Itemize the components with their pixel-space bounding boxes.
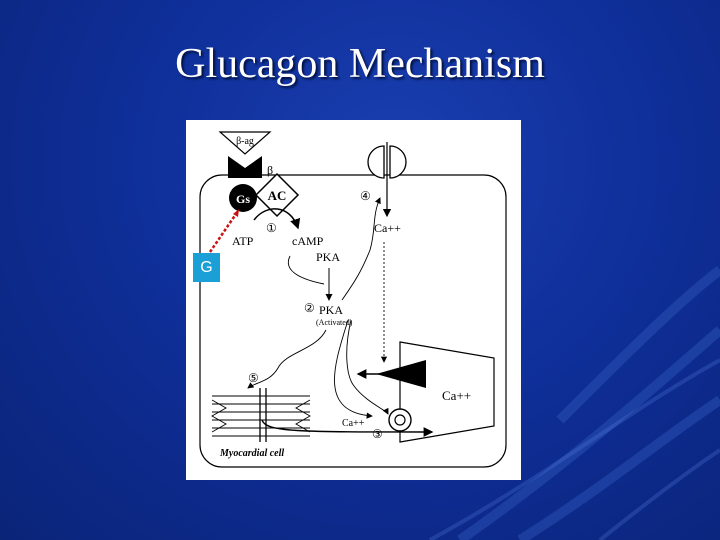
slide-title: Glucagon Mechanism	[175, 41, 545, 87]
svg-text:Ca++: Ca++	[442, 388, 471, 403]
svg-text:Gs: Gs	[236, 192, 250, 206]
beta-agonist-triangle: β-ag	[218, 131, 272, 155]
atp-to-camp-arrow	[253, 208, 301, 230]
beta-receptor: β	[228, 156, 273, 178]
myofilaments	[211, 388, 311, 442]
g-badge: G	[193, 253, 220, 282]
svg-text:β-ag: β-ag	[236, 136, 254, 147]
step-2: ②	[304, 301, 315, 315]
pka-activation-arrow	[287, 255, 325, 285]
step-5: ⑤	[248, 371, 259, 385]
svg-text:β: β	[267, 163, 273, 177]
mechanism-diagram: β-ag β Gs AC ① ATP cAMP PKA ② PKA (Activ…	[186, 120, 521, 480]
step-4: ④	[360, 189, 371, 203]
pka-active-label: PKA	[319, 303, 343, 317]
pka-to-myofilament-arrow	[247, 329, 327, 389]
step-3: ③	[372, 427, 383, 441]
calcium-to-pump-arrow	[261, 419, 434, 437]
ca-bottom-label: Ca++	[342, 418, 365, 429]
atp-label: ATP	[232, 234, 254, 248]
step-1: ①	[266, 221, 277, 235]
camp-label: cAMP	[292, 234, 324, 248]
calcium-channel	[367, 142, 407, 218]
adenylate-cyclase: AC	[254, 172, 300, 218]
pka-to-pump-arrow	[346, 319, 389, 415]
gs-protein: Gs	[229, 184, 257, 212]
ca-top-label: Ca++	[374, 221, 401, 235]
cell-membrane	[199, 174, 507, 468]
pka-label: PKA	[316, 250, 340, 264]
pka-to-channel-arrow	[341, 197, 381, 301]
serca-pump	[388, 408, 412, 432]
svg-text:AC: AC	[268, 188, 287, 203]
activated-label: (Activated)	[316, 318, 353, 327]
cell-label: Myocardial cell	[219, 448, 284, 459]
